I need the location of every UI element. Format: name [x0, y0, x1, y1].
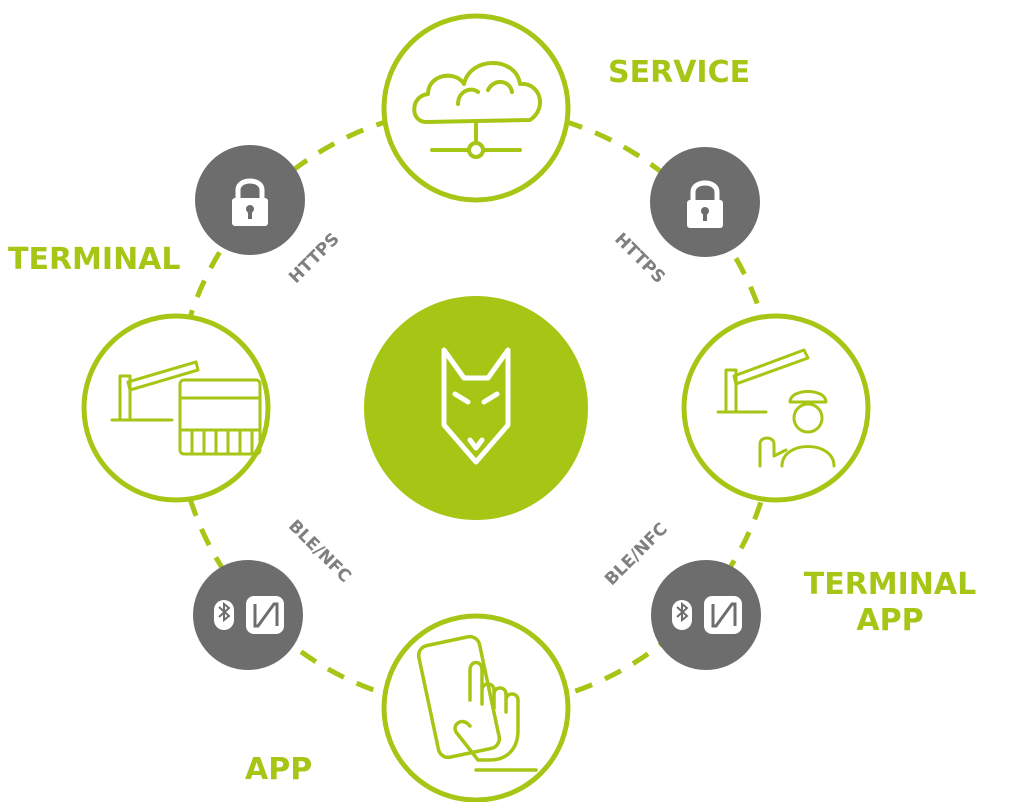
https-left-lock — [195, 145, 305, 255]
fox-logo-icon — [441, 347, 511, 465]
ble-left-label: BLE/NFC — [284, 516, 355, 587]
terminal-label: TERMINAL — [8, 242, 181, 277]
app-label: APP — [245, 752, 313, 787]
cloud-network-icon — [412, 61, 542, 159]
barrier-guard-icon — [716, 348, 836, 468]
app-node — [381, 613, 571, 802]
ble-right-badge — [651, 560, 761, 670]
terminal-app-label-line1: TERMINAL — [803, 567, 977, 602]
ble-left-badge — [193, 560, 303, 670]
service-label: SERVICE — [608, 55, 751, 90]
service-node — [381, 13, 571, 203]
terminal-app-label: TERMINAL APP — [802, 567, 978, 639]
ble-right-label: BLE/NFC — [601, 519, 672, 590]
terminal-node — [81, 313, 271, 503]
bluetooth-icon — [214, 600, 234, 630]
padlock-icon — [232, 178, 268, 226]
terminal-app-label-line2: APP — [856, 603, 924, 638]
center-logo — [364, 296, 588, 520]
terminal-app-node — [681, 313, 871, 503]
https-left-label: HTTPS — [285, 229, 343, 287]
padlock-icon — [687, 180, 723, 228]
nfc-icon — [704, 596, 742, 634]
nfc-icon — [246, 596, 284, 634]
smartphone-tap-icon — [416, 634, 538, 772]
https-right-lock — [650, 147, 760, 257]
barrier-gate-terminal-icon — [110, 360, 262, 456]
bluetooth-icon — [672, 600, 692, 630]
https-right-label: HTTPS — [610, 229, 668, 287]
